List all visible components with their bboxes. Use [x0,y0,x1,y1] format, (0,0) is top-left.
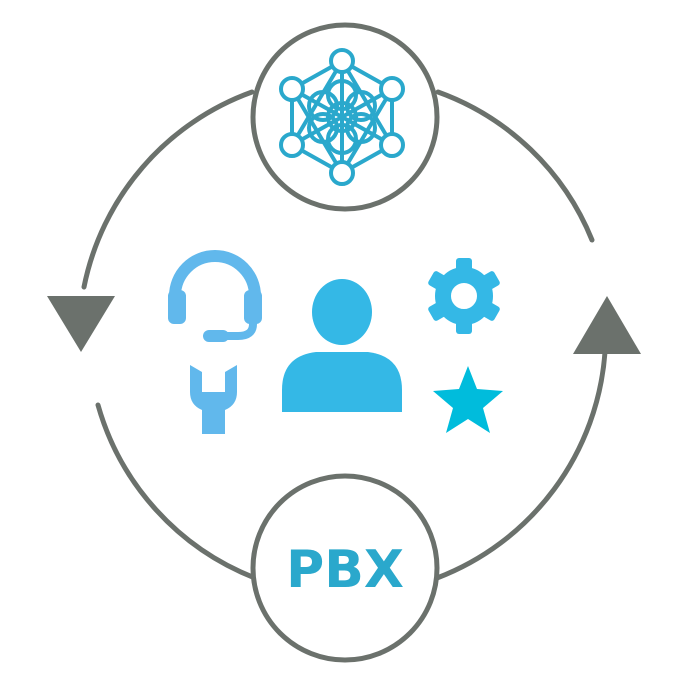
headset-icon [168,250,262,342]
network-icon [279,48,405,186]
gear-icon [428,258,500,334]
right-arrow-up-icon [573,296,641,354]
pbx-label: PBX [286,540,404,600]
star-icon [433,366,503,433]
ring-arc-top-left [81,89,255,290]
left-arrow-down-icon [47,296,115,352]
wrench-icon [190,365,237,434]
ring-arc-bottom-right [434,349,608,581]
ring-arc-top-right [435,89,595,243]
user-icon [282,279,402,412]
bottom-node-ring [250,473,440,663]
cycle-ring [81,89,608,581]
ring-arc-bottom-left [95,402,258,581]
top-node [250,22,440,212]
bottom-node: PBX [250,473,440,663]
